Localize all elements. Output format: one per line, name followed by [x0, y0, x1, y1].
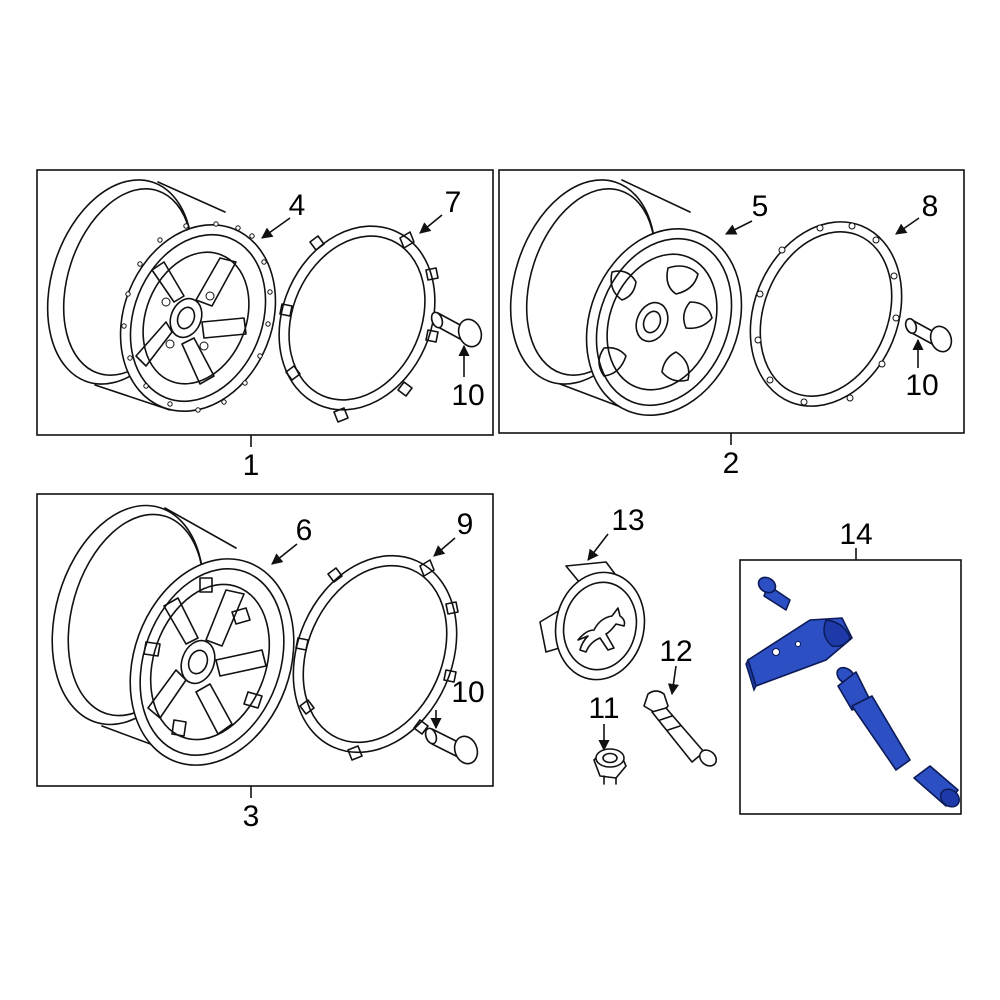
tpms-body	[745, 617, 853, 692]
callout-3: 3	[243, 800, 260, 833]
wheel-assembly-1[interactable]	[23, 161, 303, 435]
callout-10b: 10	[905, 369, 938, 402]
valve-stem-12[interactable]	[643, 690, 719, 769]
callout-1: 1	[243, 449, 260, 482]
lug-bolt-10b[interactable]	[904, 317, 955, 354]
center-cap-13[interactable]	[539, 561, 654, 688]
callout-14: 14	[839, 518, 872, 551]
tpms-valve-stem	[836, 666, 911, 771]
tpms-screw	[757, 576, 791, 611]
callout-2: 2	[723, 447, 740, 480]
beadlock-ring-8[interactable]	[724, 199, 929, 429]
beadlock-ring-9[interactable]	[263, 529, 487, 778]
tpms-valve-cap	[913, 765, 960, 808]
wheel-assembly-3[interactable]	[28, 487, 322, 788]
callout-8: 8	[922, 190, 939, 223]
callout-10a: 10	[451, 379, 484, 412]
callout-5: 5	[752, 190, 769, 223]
beadlock-holes-1	[121, 221, 273, 413]
group-3-box	[36, 493, 494, 798]
lug-nut-11[interactable]	[593, 748, 627, 785]
callout-labels: 1 2 3 4 5 6 7 8 9 10 10 10 11 12 13 14	[243, 186, 939, 833]
callout-11: 11	[588, 692, 619, 725]
mustang-horse-icon	[577, 607, 626, 653]
callout-9: 9	[457, 508, 474, 541]
group-2-box	[498, 169, 965, 445]
group-1-box	[36, 169, 494, 447]
beadlock-ring-7[interactable]	[251, 201, 463, 435]
callout-4: 4	[289, 189, 306, 222]
lug-bolt-10a[interactable]	[430, 311, 486, 350]
callout-12: 12	[659, 635, 692, 668]
callout-7: 7	[445, 186, 462, 219]
callout-13: 13	[611, 504, 644, 537]
tpms-sensor-14[interactable]	[745, 574, 963, 810]
callout-6: 6	[296, 514, 313, 547]
lug-bolt-10c[interactable]	[424, 727, 482, 767]
callout-10c: 10	[451, 676, 484, 709]
wheel-assembly-2[interactable]	[486, 161, 769, 439]
leader-lines	[261, 214, 924, 752]
group-14-box	[739, 548, 962, 815]
